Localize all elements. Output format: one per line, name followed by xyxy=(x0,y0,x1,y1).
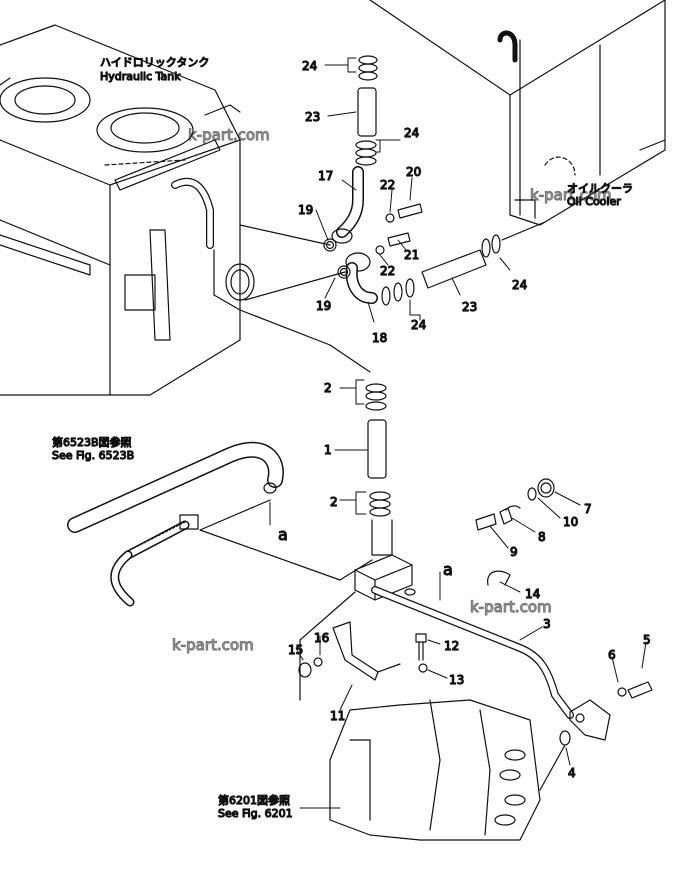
callout-17: 17 xyxy=(318,169,333,183)
callout-20: 20 xyxy=(406,165,421,179)
oil-cooler xyxy=(369,0,666,226)
connection-a-label: a xyxy=(278,525,288,544)
hydraulic-tank xyxy=(0,24,255,396)
callout-15: 15 xyxy=(288,643,303,657)
callout-24: 24 xyxy=(411,318,426,332)
watermark: k-part.com xyxy=(530,186,612,204)
ref-6201-en: See Fig. 6201 xyxy=(218,807,293,820)
callout-6: 6 xyxy=(608,648,616,662)
ref-6523b-en: See Fig. 6523B xyxy=(52,449,134,462)
callout-2: 2 xyxy=(324,381,332,395)
callout-24: 24 xyxy=(404,126,419,140)
watermark: k-part.com xyxy=(188,126,270,144)
connection-a-label: a xyxy=(443,560,453,579)
ref-6523b-jp: 第6523B図参照 xyxy=(52,435,132,449)
leader-lines xyxy=(269,57,647,809)
lower-hose-assembly xyxy=(199,383,653,791)
callout-19: 19 xyxy=(298,203,313,217)
callout-24: 24 xyxy=(512,278,527,292)
callout-7: 7 xyxy=(584,502,592,516)
callout-21: 21 xyxy=(404,248,419,262)
callout-3: 3 xyxy=(543,617,551,631)
callout-22: 22 xyxy=(380,178,395,192)
callout-2: 2 xyxy=(330,495,338,509)
callout-11: 11 xyxy=(330,709,345,723)
callout-19: 19 xyxy=(316,299,331,313)
upper-hose-assembly xyxy=(213,55,546,373)
callout-4: 4 xyxy=(568,766,576,780)
callout-18: 18 xyxy=(372,331,387,345)
callout-1: 1 xyxy=(324,443,332,457)
watermark: k-part.com xyxy=(470,598,552,616)
callout-9: 9 xyxy=(510,545,518,559)
cooler-label-jp: オイルクーラ xyxy=(567,182,633,195)
cooler-label-en: Oil Cooler xyxy=(567,195,621,208)
tank-label-en: Hydraulic Tank xyxy=(100,70,181,83)
callout-22: 22 xyxy=(380,264,395,278)
callout-12: 12 xyxy=(444,639,459,653)
callout-10: 10 xyxy=(563,515,578,529)
left-return-hoses xyxy=(67,441,284,607)
callout-23: 23 xyxy=(462,300,477,314)
callout-5: 5 xyxy=(643,633,651,647)
callout-14: 14 xyxy=(525,587,540,601)
callout-13: 13 xyxy=(449,673,464,687)
tank-label-jp: ハイドロリックタンク xyxy=(100,56,209,69)
callout-23: 23 xyxy=(305,110,320,124)
callout-24: 24 xyxy=(302,59,317,73)
ref-6201-jp: 第6201図参照 xyxy=(218,793,290,807)
control-valve xyxy=(329,699,541,841)
callout-16: 16 xyxy=(314,631,329,645)
watermark: k-part.com xyxy=(172,636,254,654)
callout-8: 8 xyxy=(538,530,546,544)
